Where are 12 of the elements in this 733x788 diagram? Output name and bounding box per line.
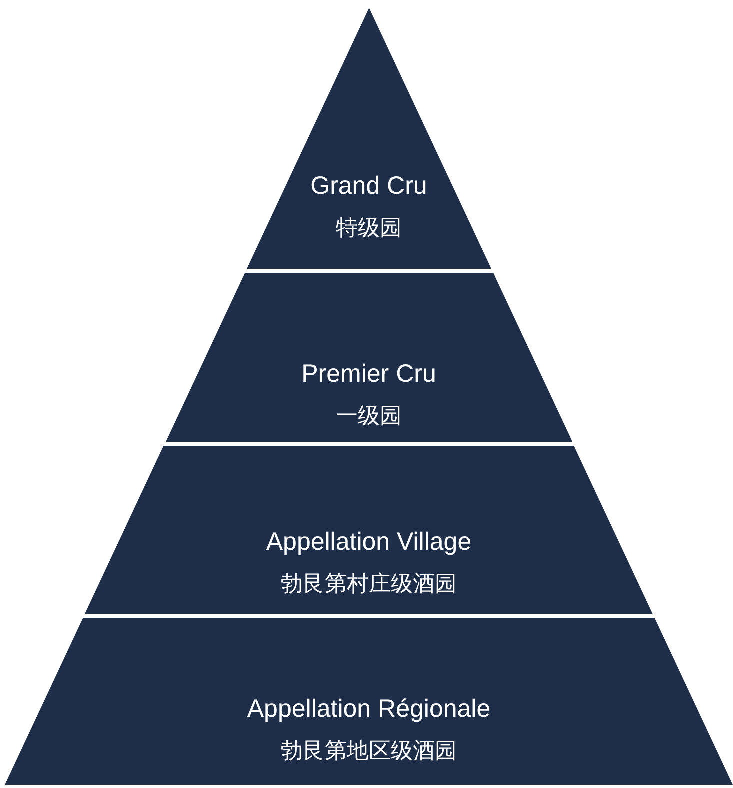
tier-title: Grand Cru bbox=[310, 172, 428, 201]
tier-subtitle: 特级园 bbox=[336, 215, 402, 243]
tier-title: Appellation Village bbox=[266, 528, 472, 557]
pyramid-tier bbox=[85, 446, 653, 614]
tier-subtitle: 一级园 bbox=[336, 403, 402, 431]
pyramid-tier bbox=[5, 618, 733, 785]
tier-subtitle: 勃艮第村庄级酒园 bbox=[280, 571, 457, 599]
tier-title: Appellation Régionale bbox=[247, 695, 491, 724]
tier-title: Premier Cru bbox=[302, 360, 436, 389]
tier-subtitle: 勃艮第地区级酒园 bbox=[281, 738, 457, 766]
pyramid-apex-tier bbox=[246, 8, 492, 269]
pyramid-tier bbox=[166, 273, 572, 442]
